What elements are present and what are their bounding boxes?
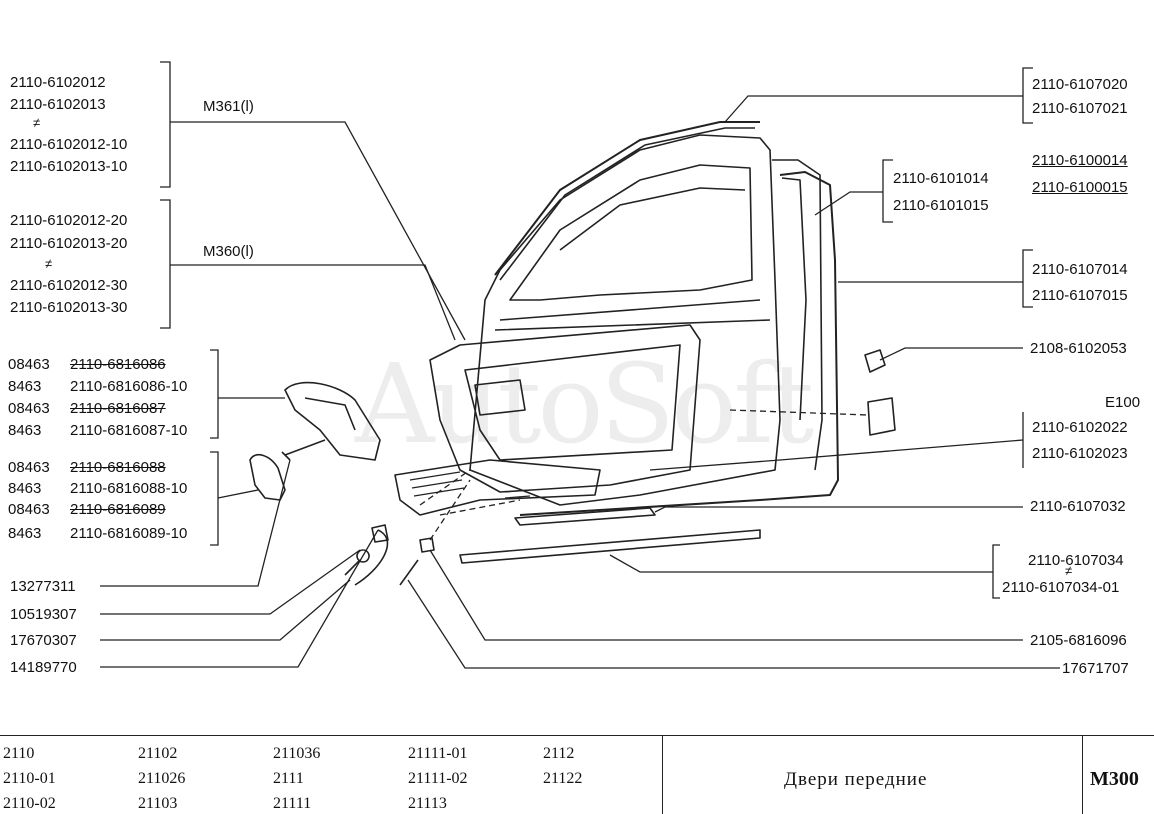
label-14189770: 14189770 [10,659,77,676]
inner-handle [284,381,381,461]
label-17671707: 17671707 [1062,660,1129,677]
label-2110-6816089: 2110-6816089 [70,501,166,518]
cap [419,537,435,553]
label-2110-6102013: 2110-6102013 [10,96,106,113]
page-title: Двери передние [784,769,928,790]
screw-3 [399,559,419,586]
trim-panel [429,324,701,493]
label-2110-6816087: 2110-6816087 [70,400,166,417]
model-21122: 21122 [543,770,583,787]
label-2110-6102013-10: 2110-6102013-10 [10,158,128,175]
label-08463: 08463 [8,459,50,476]
door-seal [519,171,839,516]
neq-symbol: ≠ [1065,563,1073,578]
label-2110-6101014: 2110-6101014 [893,170,989,187]
label-2105-6816096: 2105-6816096 [1030,632,1127,649]
bracket [371,524,389,543]
pillar-seal [781,177,807,421]
label-2110-6107020: 2110-6107020 [1032,76,1128,93]
label-m361: M361(l) [203,98,254,115]
label-2110-6816088-10: 2110-6816088-10 [70,480,188,497]
label-2110-6102012-10: 2110-6102012-10 [10,136,128,153]
model-211026: 211026 [138,770,186,787]
label-2110-6102012-30: 2110-6102012-30 [10,277,128,294]
watermark: AutoSoft [355,340,814,468]
door-window-frame [509,164,753,301]
screw-1 [281,439,326,461]
label-2110-6100014: 2110-6100014 [1032,152,1128,169]
label-m360: M360(l) [203,243,254,260]
label-17670307: 17670307 [10,632,77,649]
handle-bezel [249,453,286,501]
label-8463: 8463 [8,378,42,395]
label-8463: 8463 [8,525,42,542]
sill-molding [514,507,656,526]
label-2110-6101015: 2110-6101015 [893,197,989,214]
label-2110-6102013-30: 2110-6102013-30 [10,299,128,316]
door-diagram [100,61,1060,669]
washer [356,549,370,563]
neq-symbol: ≠ [33,115,41,130]
label-2110-6102012-20: 2110-6102012-20 [10,212,128,229]
model-2110: 2110 [3,745,35,762]
label-08463: 08463 [8,501,50,518]
label-2110-6816086: 2110-6816086 [70,356,166,373]
neq-symbol: ≠ [45,256,53,271]
model-21111-01: 21111-01 [408,745,468,762]
label-2110-6107015: 2110-6107015 [1032,287,1128,304]
label-2110-6102022: 2110-6102022 [1032,419,1128,436]
footer-table: 2110 2110-01 2110-02 21102 211026 21103 … [0,735,1154,814]
label-2110-6102013-20: 2110-6102013-20 [10,235,128,252]
label-2110-6816088: 2110-6816088 [70,459,166,476]
label-e100: E100 [1105,394,1141,411]
clip [864,349,886,373]
model-21102: 21102 [138,745,178,762]
label-2110-6816086-10: 2110-6816086-10 [70,378,188,395]
e100-part [867,397,896,436]
model-2111: 2111 [273,770,304,787]
label-08463: 08463 [8,400,50,417]
label-13277311: 13277311 [10,578,76,595]
screw-2 [344,559,361,576]
label-2110-6107034: 2110-6107034 [1028,552,1124,569]
label-2108-6102053: 2108-6102053 [1030,340,1127,357]
model-21113: 21113 [408,795,447,812]
label-08463: 08463 [8,356,50,373]
label-2110-6816089-10: 2110-6816089-10 [70,525,188,542]
label-2110-6102023: 2110-6102023 [1032,445,1128,462]
model-21111: 21111 [273,795,312,812]
label-2110-6107021: 2110-6107021 [1032,100,1128,117]
label-2110-6107034-01: 2110-6107034-01 [1002,579,1120,596]
label-2110-6107032: 2110-6107032 [1030,498,1126,515]
label-8463: 8463 [8,422,42,439]
label-8463: 8463 [8,480,42,497]
door-frame [469,134,781,506]
model-21111-02: 21111-02 [408,770,468,787]
label-2110-6100015: 2110-6100015 [1032,179,1128,196]
label-2110-6107014: 2110-6107014 [1032,261,1128,278]
model-2112: 2112 [543,745,575,762]
label-10519307: 10519307 [10,606,77,623]
model-211036: 211036 [273,745,321,762]
page-code: M300 [1090,768,1139,790]
label-2110-6816087-10: 2110-6816087-10 [70,422,188,439]
model-21103: 21103 [138,795,178,812]
model-2110-02: 2110-02 [3,795,56,812]
armrest [394,459,601,516]
label-2110-6102012: 2110-6102012 [10,74,106,91]
window-channel-top [494,121,760,276]
model-2110-01: 2110-01 [3,770,56,787]
lower-molding [459,529,761,564]
